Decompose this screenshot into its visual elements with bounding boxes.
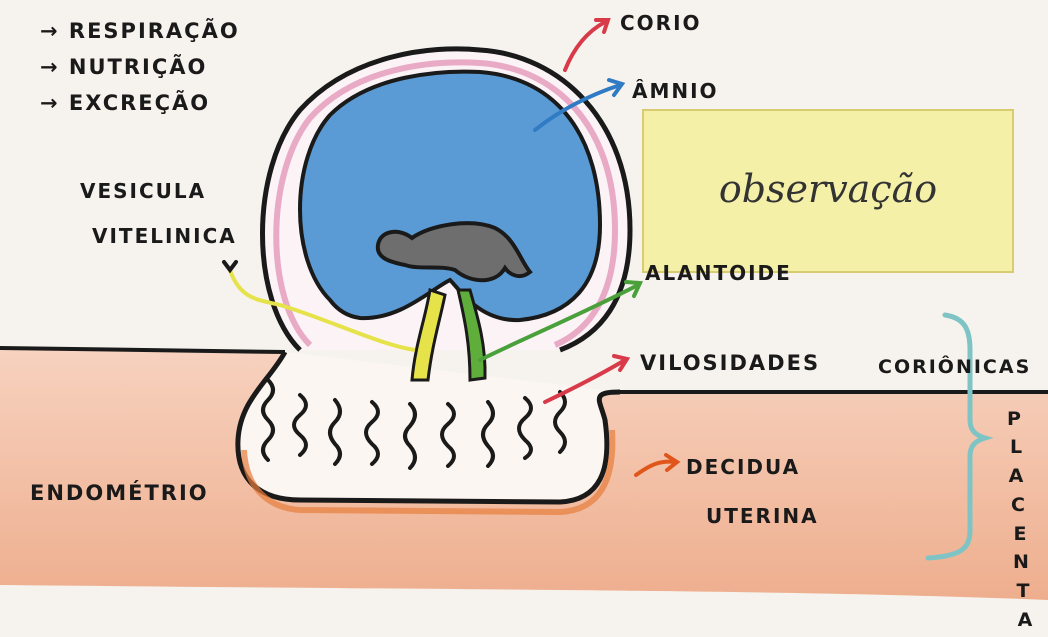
label-alantoide: ALANTOIDE xyxy=(645,261,792,285)
label-vesicula-1: VESICULA xyxy=(80,179,206,203)
label-vilosidades: VILOSIDADES xyxy=(640,351,820,375)
amnion-cavity xyxy=(300,72,600,320)
placenta-letter: P xyxy=(1007,408,1023,430)
label-amnio: ÂMNIO xyxy=(632,79,719,103)
label-decidua-2: UTERINA xyxy=(706,504,819,528)
label-corionicas: CORIÔNICAS xyxy=(878,354,1031,378)
label-decidua-1: DECIDUA xyxy=(686,455,800,479)
corio-arrow xyxy=(565,22,605,70)
placenta-letter: L xyxy=(1010,436,1024,458)
vesicula-arrow xyxy=(224,262,236,270)
label-corio: CORIO xyxy=(620,11,702,35)
placenta-letter: E xyxy=(1014,523,1029,545)
function-excrecao: → EXCREÇÃO xyxy=(40,90,210,115)
placenta-letter: N xyxy=(1013,551,1031,573)
function-nutricao: → NUTRIÇÃO xyxy=(40,54,207,79)
placenta-letter: A xyxy=(1018,609,1035,631)
label-vesicula-2: VITELINICA xyxy=(92,224,237,248)
label-endometrio: ENDOMÉTRIO xyxy=(30,480,209,505)
sticky-note-text: observação xyxy=(719,167,937,211)
function-list: → RESPIRAÇÃO → NUTRIÇÃO → EXCREÇÃO xyxy=(40,18,240,115)
placenta-letter: C xyxy=(1011,494,1027,516)
placenta-letter: A xyxy=(1009,465,1026,487)
function-respiracao: → RESPIRAÇÃO xyxy=(40,18,240,43)
sticky-note: observação xyxy=(643,110,1013,272)
placenta-letter: T xyxy=(1017,580,1032,602)
